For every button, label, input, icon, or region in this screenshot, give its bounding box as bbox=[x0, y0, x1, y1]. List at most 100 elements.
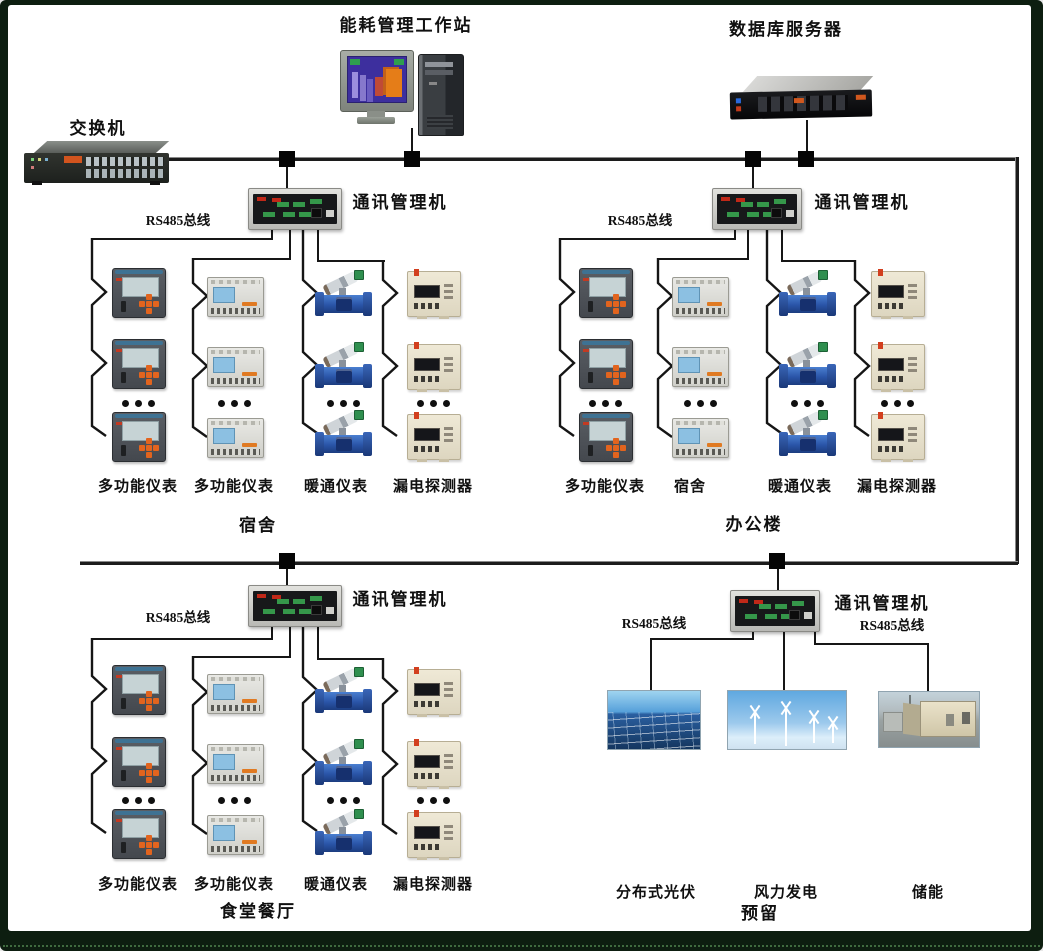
meter-keypad bbox=[613, 445, 619, 451]
meter-brand-mark bbox=[242, 302, 257, 306]
flowmeter-flange-left bbox=[315, 761, 324, 785]
flowmeter-display bbox=[818, 410, 828, 420]
rs485-wire bbox=[92, 238, 273, 240]
rs485-wire bbox=[650, 638, 652, 690]
dot bbox=[893, 399, 901, 407]
meter-terminals bbox=[211, 449, 260, 455]
rs485-wire bbox=[271, 226, 273, 240]
detector-red-tab bbox=[414, 667, 419, 674]
rs485-daisy-chain bbox=[381, 260, 399, 437]
tower-button bbox=[429, 82, 437, 85]
meter-lcd bbox=[213, 428, 235, 444]
meter-top-strip bbox=[582, 414, 630, 418]
continuation-dots bbox=[410, 394, 456, 412]
meter-lcd bbox=[678, 428, 700, 444]
multifunction-meter bbox=[112, 737, 166, 787]
flowmeter-flange-right bbox=[363, 364, 372, 388]
bus-junction bbox=[404, 151, 420, 167]
bus-junction bbox=[769, 553, 785, 569]
server-drive-bays bbox=[757, 95, 849, 112]
dot bbox=[429, 399, 437, 407]
meter-keypad bbox=[146, 372, 152, 378]
rs485-wire bbox=[411, 128, 413, 160]
meter-brand-mark bbox=[707, 443, 722, 447]
detector-side-marks bbox=[444, 357, 453, 360]
rs485-label-5: RS485总线 bbox=[859, 618, 925, 633]
comm-manager-2-label: 通讯管理机 bbox=[814, 193, 910, 212]
rs485-wire bbox=[193, 656, 291, 658]
dot bbox=[326, 399, 334, 407]
meter-top-vents bbox=[211, 818, 260, 822]
storage-pole bbox=[909, 695, 911, 709]
canteen-col2-label: 多功能仪表 bbox=[193, 877, 274, 893]
meter-brand-mark bbox=[583, 349, 589, 352]
meter-top-vents bbox=[211, 350, 260, 354]
flowmeter-flange-right bbox=[363, 689, 372, 713]
meter-slot bbox=[121, 770, 126, 781]
comm-manager-1-label: 通讯管理机 bbox=[352, 193, 448, 212]
meter-lcd bbox=[122, 277, 159, 297]
meter-terminals bbox=[676, 378, 725, 384]
flowmeter-display bbox=[818, 342, 828, 352]
daisy-chain-wire bbox=[381, 658, 399, 835]
dot bbox=[442, 796, 450, 804]
flowmeter-flange-right bbox=[827, 292, 836, 316]
meter-lcd bbox=[213, 825, 235, 841]
multifunction-meter bbox=[112, 665, 166, 715]
rs485-wire bbox=[777, 569, 779, 591]
rs485-label-3: RS485总线 bbox=[145, 610, 211, 625]
meter-top-vents bbox=[676, 421, 725, 425]
meter-brand-mark bbox=[242, 699, 257, 703]
meter-terminals bbox=[211, 846, 260, 852]
rs485-wire bbox=[927, 643, 929, 691]
flowmeter-flange-left bbox=[779, 432, 788, 456]
meter-lcd bbox=[122, 348, 159, 368]
continuation-dots bbox=[115, 791, 161, 809]
rs485-daisy-chain bbox=[301, 226, 319, 434]
rs485-daisy-chain bbox=[301, 623, 319, 832]
detector-side-marks bbox=[444, 427, 453, 430]
dot bbox=[339, 399, 347, 407]
meter-brand-mark bbox=[242, 443, 257, 447]
comm-manager-ethernet-port bbox=[771, 208, 782, 218]
rs485-wire bbox=[318, 260, 385, 262]
rs485-daisy-chain bbox=[191, 258, 209, 438]
detector-buttons bbox=[878, 446, 905, 452]
meter-lcd bbox=[213, 684, 235, 700]
detector-red-tab bbox=[878, 269, 883, 276]
meter-top-strip bbox=[115, 414, 163, 418]
meter-top-strip bbox=[115, 667, 163, 671]
storage-container-side bbox=[903, 702, 921, 737]
rs485-wire bbox=[650, 638, 754, 640]
detector-lcd bbox=[414, 358, 440, 371]
comm-manager-terminal-blocks bbox=[277, 599, 289, 604]
comm-manager-device bbox=[248, 188, 342, 230]
continuation-dots bbox=[410, 791, 456, 809]
wind-power-photo bbox=[727, 690, 847, 750]
meter-top-vents bbox=[211, 747, 260, 751]
meter-brand-mark bbox=[116, 675, 122, 678]
rs485-wire bbox=[752, 166, 754, 192]
flowmeter-label-band bbox=[335, 297, 352, 311]
flowmeter-neck bbox=[338, 827, 346, 836]
flowmeter-label-band bbox=[335, 766, 352, 780]
detector-lcd bbox=[414, 755, 440, 768]
screen-green-blocks bbox=[350, 59, 360, 65]
flowmeter-neck bbox=[338, 685, 346, 694]
dorm-area-label: 宿舍 bbox=[239, 516, 277, 535]
ethernet-bus-bottom bbox=[80, 561, 1018, 565]
detector-buttons bbox=[878, 376, 905, 382]
solar-pv-photo bbox=[607, 690, 701, 750]
detector-din-tabs bbox=[417, 316, 427, 319]
canteen-col3-label: 暖通仪表 bbox=[303, 877, 368, 893]
din-rail-meter bbox=[207, 744, 264, 784]
continuation-dots bbox=[115, 394, 161, 412]
pv-label: 分布式光伏 bbox=[615, 885, 696, 901]
switch-ports-row1 bbox=[86, 157, 164, 166]
solar-panel-grid bbox=[608, 711, 700, 749]
flowmeter-label-band bbox=[799, 369, 816, 383]
flowmeter-label-band bbox=[335, 369, 352, 383]
flowmeter-flange-right bbox=[363, 831, 372, 855]
comm-manager-red-leds bbox=[721, 197, 730, 201]
meter-brand-mark bbox=[116, 349, 122, 352]
